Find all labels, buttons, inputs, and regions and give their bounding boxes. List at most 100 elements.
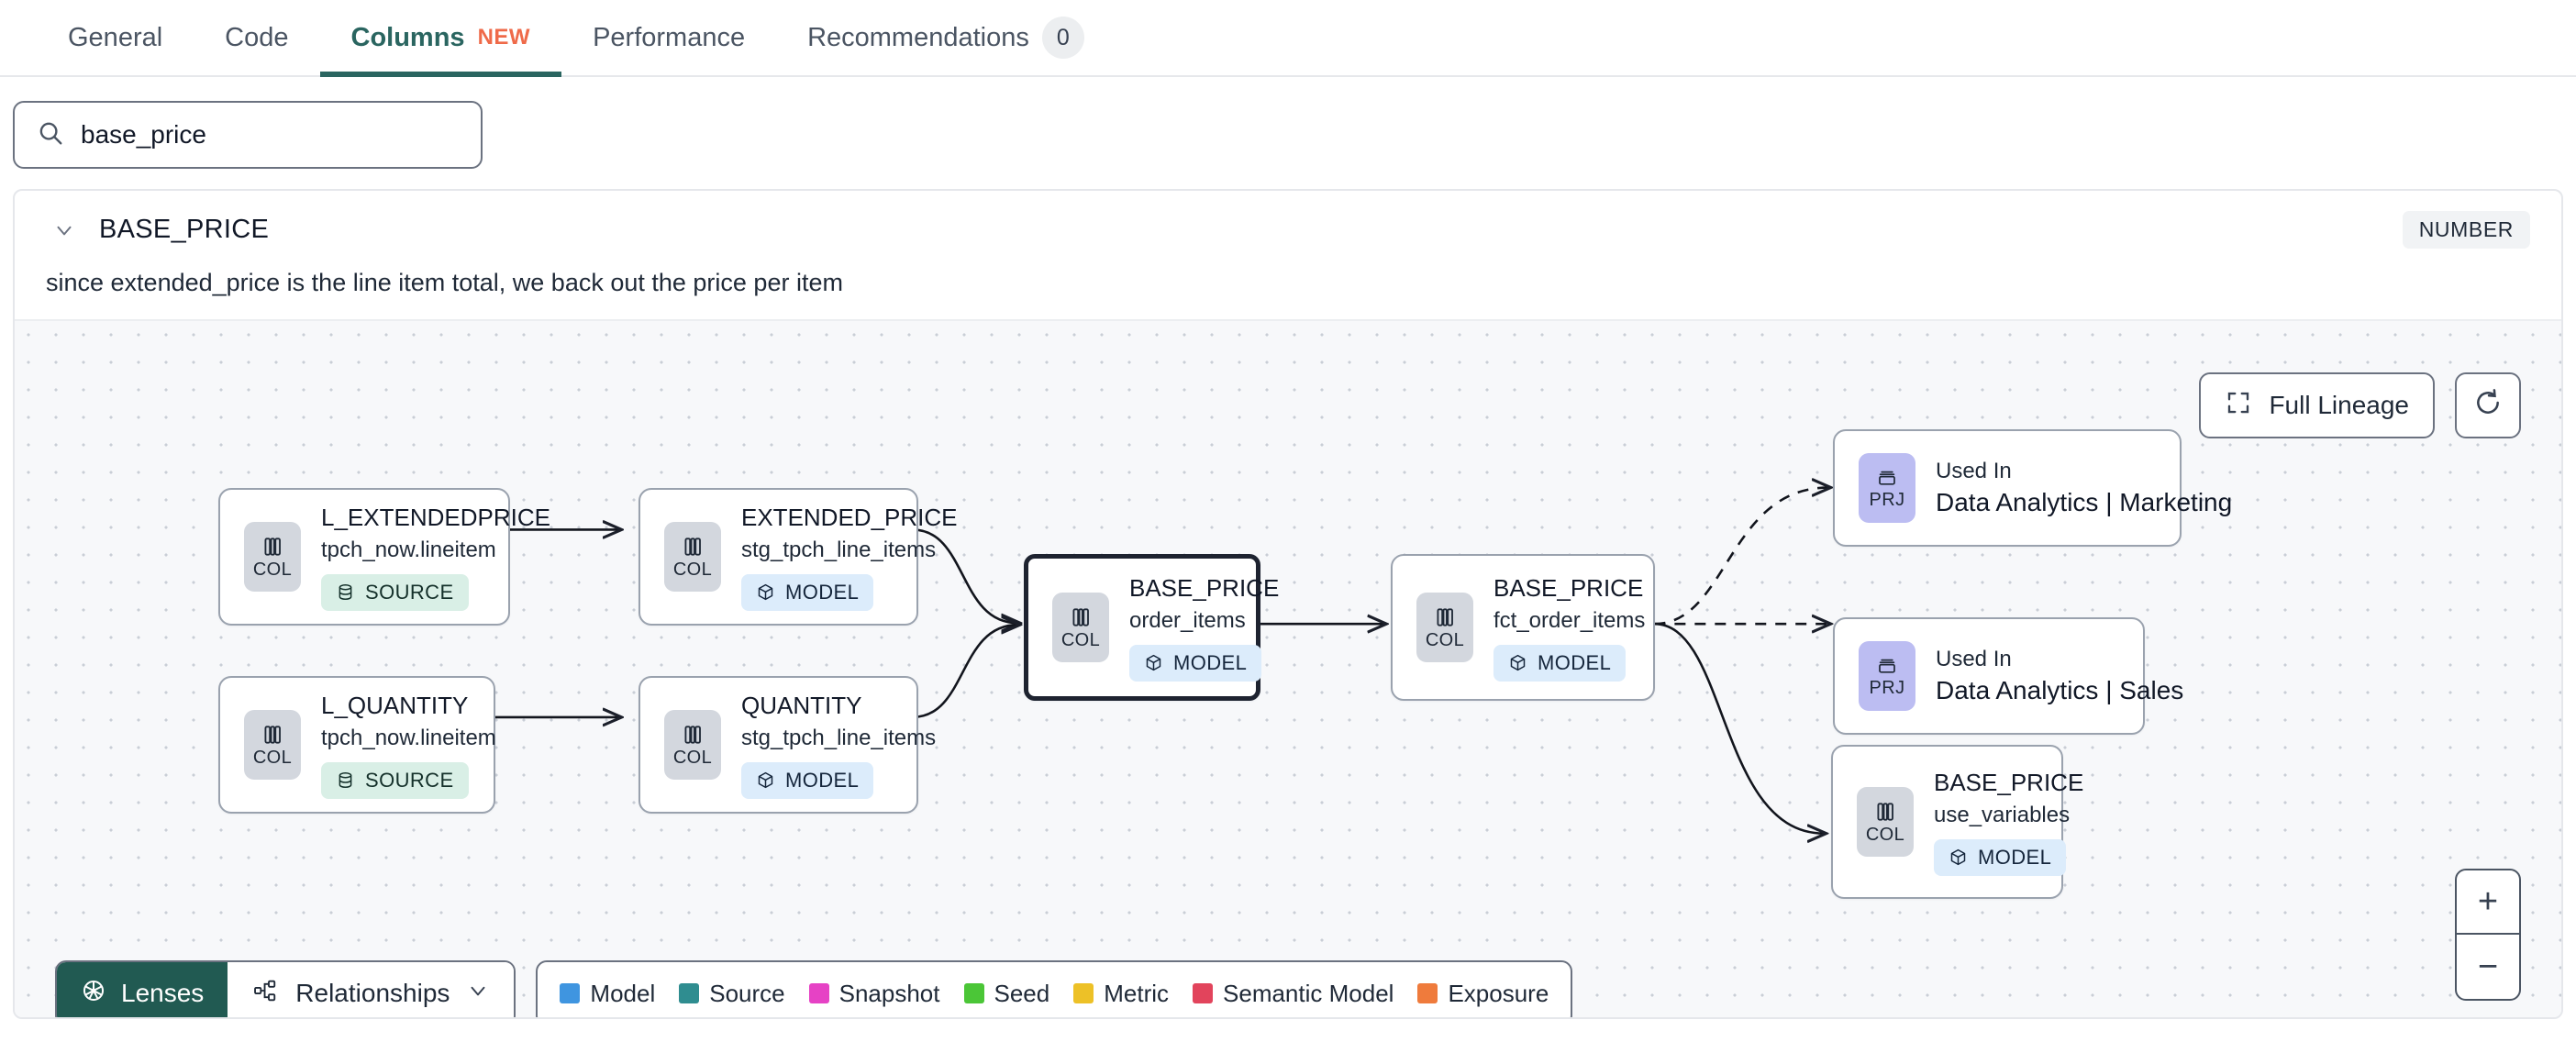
legend-swatch [808,983,829,1003]
tab-columns[interactable]: Columns NEW [319,0,562,77]
database-icon [339,584,352,600]
cube-icon [1950,848,1966,866]
legend-label: Source [709,979,785,1007]
lineage-node-base-price-order-items[interactable]: COL BASE_PRICE order_items MODEL [1024,554,1279,701]
full-lineage-label: Full Lineage [2269,391,2409,419]
lineage-node-l-extendedprice[interactable]: COL L_EXTENDEDPRICE tpch_now.lineitem SO… [218,488,550,626]
lineage-node-used-in-marketing[interactable]: PRJ Used In Data Analytics | Marketing [1833,429,2232,547]
refresh-icon [2473,388,2503,424]
legend-swatch [1417,983,1438,1003]
zoom-out-button[interactable]: − [2477,947,2499,986]
column-icon-label: COL [672,748,713,768]
aperture-icon [81,978,106,1010]
node-title: L_EXTENDEDPRICE [321,503,550,531]
node-type-legend: Model Source Snapshot Seed Metric [536,960,1573,1017]
legend-item-metric: Metric [1073,980,1169,1008]
tab-performance[interactable]: Performance [561,0,776,75]
node-type-tag-label: SOURCE [365,768,454,792]
legend-swatch [963,983,984,1003]
lens-relationship-group: Lenses Relationships [55,960,516,1017]
search-box[interactable] [13,101,483,169]
project-icon: PRJ [1859,641,1915,711]
node-type-tag: SOURCE [321,573,469,611]
column-icon: COL [1052,593,1109,662]
legend-label: Seed [994,979,1050,1007]
lenses-button[interactable]: Lenses [57,962,228,1017]
node-title: L_QUANTITY [321,691,469,719]
node-type-tag: MODEL [741,573,874,611]
node-subtitle: fct_order_items [1493,607,1646,633]
database-icon [339,772,352,788]
lineage-node-base-price-fct-order-items[interactable]: COL BASE_PRICE fct_order_items MODEL [1391,554,1655,701]
full-lineage-button[interactable]: Full Lineage [2199,372,2435,438]
node-type-tag-label: MODEL [785,580,860,604]
legend-item-snapshot: Snapshot [808,979,940,1008]
legend-label: Snapshot [838,979,940,1007]
node-subtitle: order_items [1129,607,1246,633]
lineage-node-base-price-use-variables[interactable]: COL BASE_PRICE use_variables MODEL [1831,745,2083,899]
legend-swatch [1073,983,1094,1003]
node-type-tag: SOURCE [321,761,469,799]
lineage-node-quantity[interactable]: COL QUANTITY stg_tpch_line_items MODEL [638,676,936,814]
zoom-controls[interactable]: + − [2455,869,2521,1001]
legend-item-semantic-model: Semantic Model [1193,980,1393,1008]
hierarchy-icon [251,978,279,1010]
column-icon-label: COL [672,560,713,580]
relationships-button[interactable]: Relationships [228,962,515,1017]
lenses-label: Lenses [121,979,205,1007]
node-title: EXTENDED_PRICE [741,503,958,531]
lineage-node-l-quantity[interactable]: COL L_QUANTITY tpch_now.lineitem SOURCE [218,676,496,814]
tab-label: Recommendations [807,22,1029,52]
node-type-tag-label: MODEL [1978,845,2052,869]
search-input[interactable] [81,120,459,150]
legend-label: Exposure [1448,979,1549,1007]
tab-label: General [68,22,163,52]
relationships-label: Relationships [295,979,450,1007]
tab-label: Columns [350,22,465,52]
node-type-tag: MODEL [1934,838,2067,876]
lineage-canvas[interactable]: COL L_EXTENDEDPRICE tpch_now.lineitem SO… [15,319,2561,1017]
lineage-node-extended-price[interactable]: COL EXTENDED_PRICE stg_tpch_line_items M… [638,488,958,626]
node-subtitle: use_variables [1934,802,2071,827]
node-type-tag-label: MODEL [1538,650,1612,674]
column-icon-label: COL [252,560,293,580]
legend-label: Metric [1104,979,1170,1007]
column-icon: COL [1857,787,1914,857]
node-type-tag: MODEL [741,761,874,799]
node-subtitle: stg_tpch_line_items [741,537,937,562]
project-icon: PRJ [1859,453,1915,523]
node-subtitle: tpch_now.lineitem [321,725,496,750]
legend-label: Model [590,979,656,1007]
tab-new-badge: NEW [477,25,531,50]
search-icon [37,119,64,151]
cube-icon [1510,654,1526,671]
canvas-top-controls: Full Lineage [2199,372,2521,438]
tab-code[interactable]: Code [194,0,319,75]
cube-icon [758,583,773,601]
recommendations-count-badge: 0 [1041,17,1084,59]
node-type-tag-label: MODEL [1173,650,1248,674]
legend-swatch [679,983,700,1003]
node-subtitle: tpch_now.lineitem [321,537,496,562]
node-subtitle: stg_tpch_line_items [741,725,937,750]
column-icon: COL [664,710,721,780]
column-icon: COL [244,522,301,592]
tab-label: Code [225,22,289,52]
refresh-button[interactable] [2455,372,2521,438]
tab-recommendations[interactable]: Recommendations 0 [776,0,1116,75]
used-in-label: Used In [1936,647,2012,671]
chevron-down-icon[interactable] [46,218,83,242]
project-icon-label: PRJ [1869,490,1905,510]
canvas-bottom-bar: Lenses Relationships [55,960,1573,1017]
column-icon: COL [1416,593,1473,662]
zoom-in-button[interactable]: + [2457,870,2519,935]
column-icon-label: COL [1060,630,1101,650]
legend-item-exposure: Exposure [1417,980,1549,1008]
used-in-label: Used In [1936,459,2012,483]
expand-icon [2225,389,2252,423]
lineage-node-used-in-sales[interactable]: PRJ Used In Data Analytics | Sales [1833,617,2183,735]
node-title: BASE_PRICE [1934,768,2084,796]
cube-icon [758,771,773,789]
tab-general[interactable]: General [37,0,194,75]
page-title: BASE_PRICE [99,215,270,244]
